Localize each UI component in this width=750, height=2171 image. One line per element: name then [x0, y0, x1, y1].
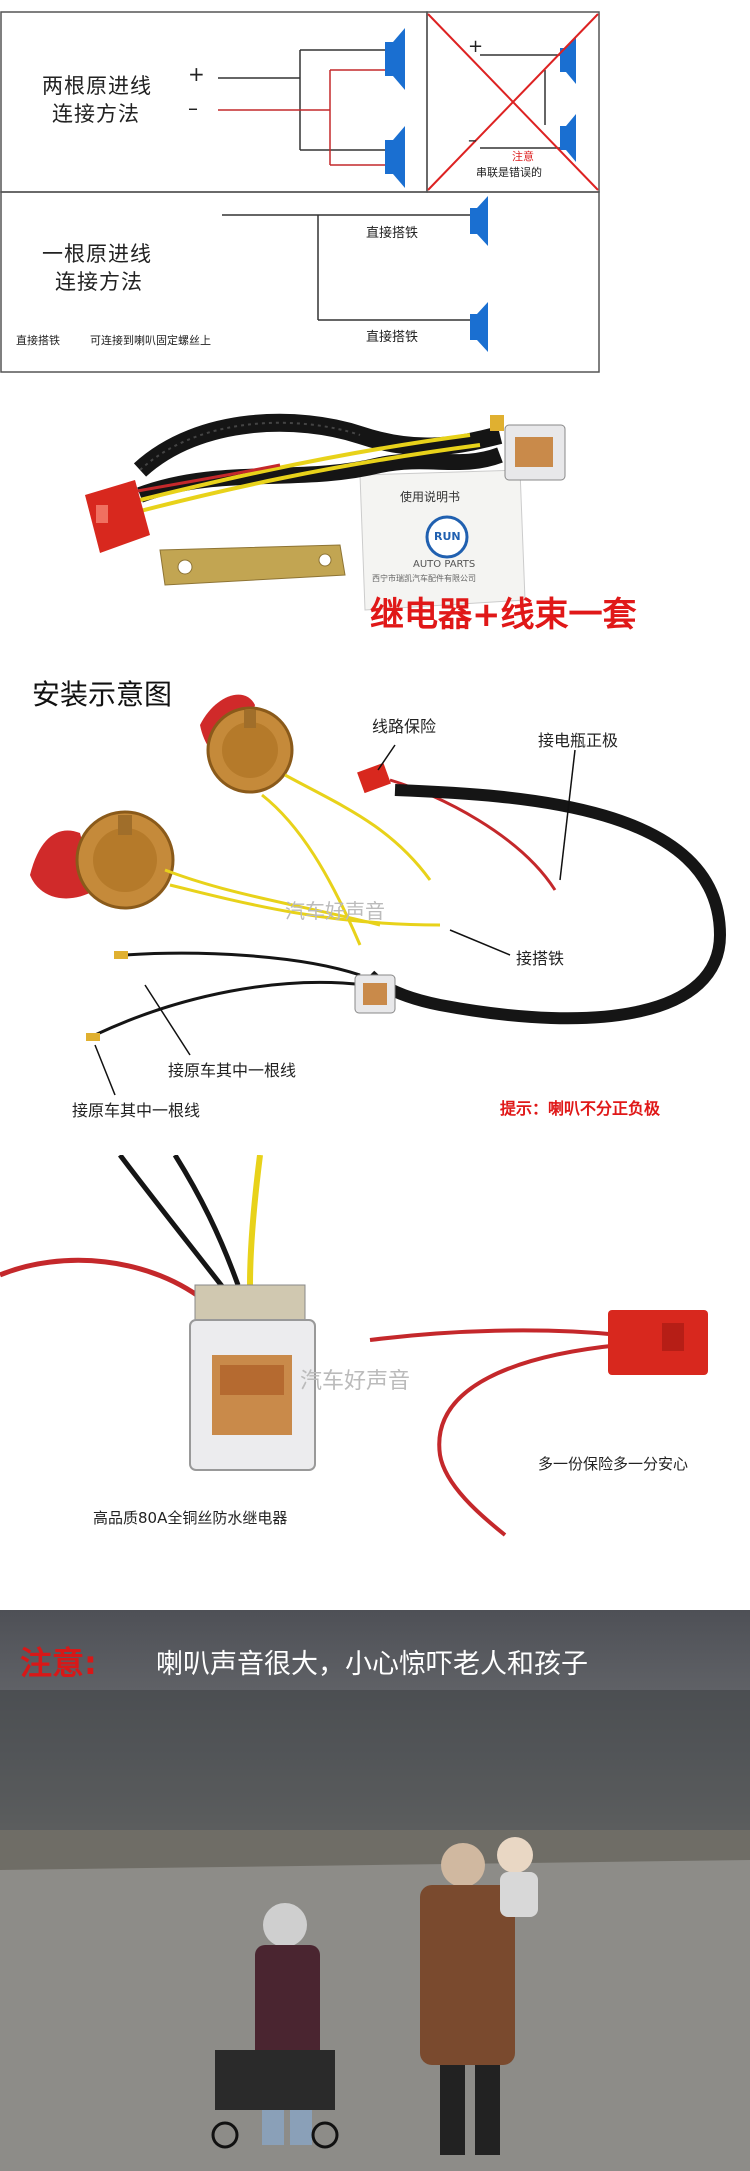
stroller-icon [211, 2050, 339, 2149]
wire-harness-illustration [85, 413, 566, 611]
relay-icon [189, 1284, 316, 1471]
polarity-tip: 提示：喇叭不分正负极 [500, 1099, 661, 1118]
watermark: 汽车好声音 [300, 1369, 411, 1394]
terminal-icon [86, 1033, 100, 1041]
footnote-screw: 可连接到喇叭固定螺丝上 [90, 334, 211, 347]
horn-icon [470, 302, 488, 352]
two-wire-label-line2: 连接方法 [52, 102, 140, 126]
note-text: 串联是错误的 [476, 166, 542, 179]
fuse-holder-icon [85, 480, 150, 553]
fuse-holder-icon [357, 762, 391, 794]
one-wire-label-line1: 一根原进线 [42, 242, 152, 266]
elderly-man-figure [420, 1843, 515, 2155]
horn-icon [30, 810, 175, 910]
street-scene-illustration [0, 1690, 750, 2171]
horn-icon [385, 126, 405, 188]
watermark: 汽车好声音 [285, 899, 385, 923]
relay-caption: 高品质80A全铜丝防水继电器 [93, 1509, 288, 1527]
fuse-label: 线路保险 [372, 717, 437, 736]
ground-label-top: 直接搭铁 [366, 226, 419, 241]
battery-label: 接电瓶正极 [538, 731, 619, 750]
manual-title: 使用说明书 [400, 490, 461, 504]
warning-prefix: 注意: [20, 1644, 97, 1682]
series-wiring-lines [480, 54, 560, 149]
child-figure [497, 1837, 538, 1917]
manual-card [359, 469, 526, 611]
wrong-minus-sign: – [468, 130, 477, 151]
horn-icon [470, 196, 488, 246]
horn-icon [200, 694, 294, 794]
minus-sign: – [188, 96, 198, 120]
warning-text: 喇叭声音很大，小心惊吓老人和孩子 [156, 1649, 588, 1680]
pointer-line [449, 929, 511, 956]
relay-icon [490, 415, 566, 481]
parallel-wiring-lines [218, 49, 385, 166]
mounting-bracket-icon [159, 544, 346, 586]
terminal-icon [114, 951, 128, 959]
relay-icon [354, 974, 396, 1014]
relay-illustration [0, 1155, 708, 1537]
plus-sign: + [188, 62, 205, 86]
wrong-plus-sign: + [468, 36, 484, 57]
pointer-line [377, 744, 396, 771]
horn-icon [560, 114, 576, 162]
fuse-caption: 多一份保险多一分安心 [538, 1455, 689, 1473]
wiring-diagram-section: 两根原进线 连接方法 + – + – 注意 串联是错误的 一根原进线 连接方法 … [0, 0, 750, 375]
relay-photo-section: 汽车好声音 高品质80A全铜丝防水继电器 多一份保险多一分安心 [0, 1155, 750, 1610]
brand-badge: RUN [434, 530, 461, 543]
one-wire-lines [222, 214, 470, 321]
note-title: 注意 [512, 150, 534, 163]
one-wire-box [0, 191, 600, 373]
horn-icon [385, 28, 405, 90]
ground-label-bottom: 直接搭铁 [366, 330, 419, 345]
two-wire-label-line1: 两根原进线 [42, 74, 152, 98]
orig-wire-label-2: 接原车其中一根线 [72, 1101, 201, 1120]
fuse-holder-icon [608, 1310, 708, 1375]
install-title: 安装示意图 [32, 678, 173, 711]
horn-icon [560, 36, 576, 84]
warning-photo-section: 注意: 喇叭声音很大，小心惊吓老人和孩子 [0, 1610, 750, 2171]
cross-out-icon [427, 13, 599, 191]
brand-sub: AUTO PARTS [413, 559, 476, 570]
install-diagram-drawing [30, 694, 727, 1096]
footnote-ground: 直接搭铁 [16, 334, 60, 347]
orig-wire-label-1: 接原车其中一根线 [168, 1061, 297, 1080]
wiring-diagram-drawing [0, 11, 600, 373]
pointer-line [559, 749, 576, 881]
kit-caption: 继电器+线束一套 [370, 595, 637, 635]
pointer-line [144, 984, 191, 1056]
pointer-line [94, 1044, 116, 1096]
kit-photo-section: 使用说明书 RUN AUTO PARTS 西宁市瑞凯汽车配件有限公司 继电器+线… [0, 375, 750, 655]
company-line: 西宁市瑞凯汽车配件有限公司 [372, 574, 476, 583]
one-wire-label-line2: 连接方法 [55, 270, 143, 294]
install-diagram-section: 安装示意图 线路保险 接电瓶正极 接搭铁 接原车其中一根线 接原车其中一根线 提… [0, 655, 750, 1155]
ground-label: 接搭铁 [516, 949, 565, 968]
